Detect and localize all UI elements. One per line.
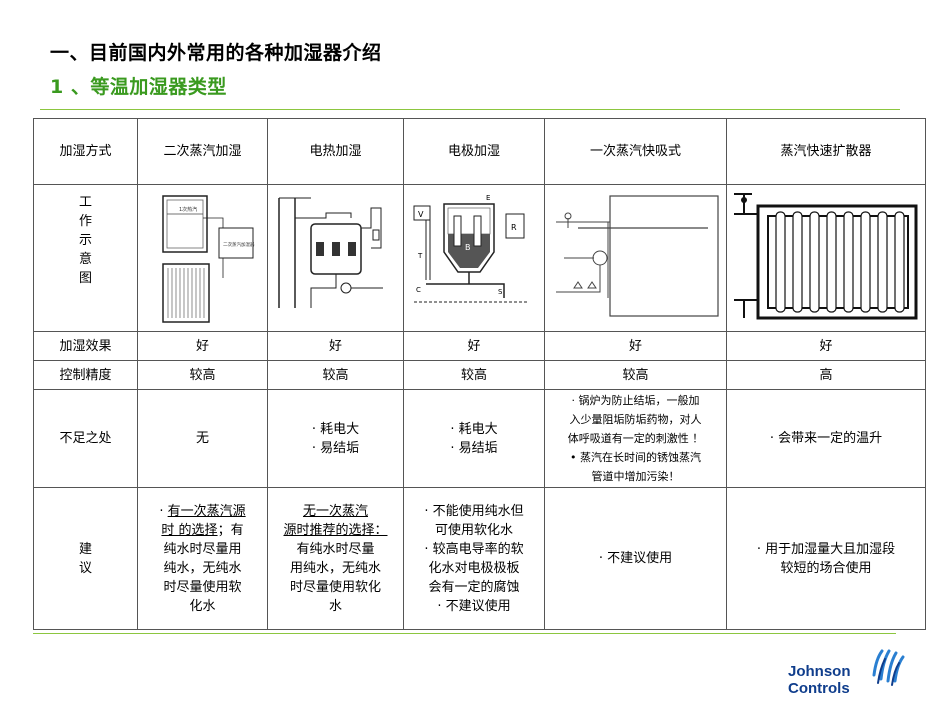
table-cell: 高 (726, 360, 926, 390)
steam-diffuser-diagram-icon (734, 193, 918, 320)
table-cell: 较高 (544, 360, 727, 390)
cell-line: 较短的场合使用 (780, 560, 872, 576)
diagram-direct-steam (544, 184, 727, 332)
table-cell: 无一次蒸汽 源时推荐的选择： 有纯水时尽量 用纯水，无纯水 时尽量使用软化 水 (267, 487, 404, 630)
direct-steam-diagram-icon (555, 195, 719, 317)
header-cell: 二次蒸汽加湿 (137, 118, 268, 185)
underlined-text: 源时推荐的选择： (283, 522, 388, 538)
cell-line: 体呼吸道有一定的刺激性 ！ (567, 432, 704, 445)
diagram-electrode: V T B E R C S (403, 184, 545, 332)
cell-line: 入少量阻垢防垢药物，对人 (569, 413, 702, 426)
cell-line: · 锅炉为防止结垢，一般加 (571, 394, 700, 407)
table-cell: · 有一次蒸汽源 时 的选择；有 纯水时尽量用 纯水，无纯水 时尽量使用软 化水 (137, 487, 268, 630)
table-cell: · 不建议使用 (544, 487, 727, 630)
diagram-label: 二次蒸汽加湿器 (223, 241, 255, 248)
cell-line: · 用于加湿量大且加湿段 (756, 541, 896, 557)
table-cell: · 耗电大 · 易结垢 (403, 389, 545, 488)
humidifier-comparison-table: 加湿方式 二次蒸汽加湿 电热加湿 电极加湿 一次蒸汽快吸式 蒸汽快速扩散器 工作… (33, 118, 926, 630)
row-label: 不足之处 (33, 389, 138, 488)
table-cell: 好 (137, 331, 268, 361)
diagram-label: 1次热汽 (179, 206, 197, 213)
effect-row: 加湿效果 好 好 好 好 好 (33, 331, 926, 361)
table-cell: 好 (544, 331, 727, 361)
logo-swirl-icon (872, 649, 905, 686)
table-cell: 好 (403, 331, 545, 361)
cell-line: · 易结垢 (450, 440, 498, 456)
row-label: 建议 (33, 487, 138, 630)
drawbacks-row: 不足之处 无 · 耗电大 · 易结垢 · 耗电大 · 易结垢 · 锅炉为防止结垢… (33, 389, 926, 488)
cell-line: 化水 (189, 598, 216, 614)
table-cell: 好 (726, 331, 926, 361)
cell-line: 水 (328, 598, 342, 614)
cell-line: 时尽量使用软 (163, 579, 242, 595)
cell-line: · 耗电大 (450, 421, 498, 437)
header-cell: 蒸汽快速扩散器 (726, 118, 926, 185)
diagram-label: T (417, 252, 423, 260)
header-cell: 电极加湿 (403, 118, 545, 185)
diagram-steam-diffuser (726, 184, 926, 332)
table-cell: · 耗电大 · 易结垢 (267, 389, 404, 488)
cell-line: · 易结垢 (311, 440, 360, 456)
advice-row: 建议 · 有一次蒸汽源 时 的选择；有 纯水时尽量用 纯水，无纯水 时尽量使用软… (33, 487, 926, 630)
cell-line: · 不能使用纯水但 (424, 503, 524, 519)
diagram-label: V (418, 210, 424, 219)
underlined-text: 有一次蒸汽源 (167, 503, 246, 519)
cell-line: 会有一定的腐蚀 (428, 579, 520, 595)
electric-heating-diagram-icon (277, 197, 383, 308)
cell-line: 有纯水时尽量 (296, 541, 375, 557)
cell-line: 用纯水，无纯水 (289, 560, 381, 576)
row-label: 控制精度 (33, 360, 138, 390)
cell-line: 管道中增加污染！ (591, 470, 680, 483)
diagram-row: 工作示意图 1次热汽 二次蒸汽加湿器 (33, 184, 926, 332)
table-cell: 无 (137, 389, 268, 488)
table-cell: 较高 (403, 360, 545, 390)
section-subtitle: 1 、等温加湿器类型 (50, 76, 227, 98)
diagram-secondary-steam: 1次热汽 二次蒸汽加湿器 (137, 184, 268, 332)
bottom-divider (33, 633, 896, 634)
table-cell: · 用于加湿量大且加湿段 较短的场合使用 (726, 487, 926, 630)
table-cell: · 会带来一定的温升 (726, 389, 926, 488)
diagram-label: R (511, 223, 517, 232)
cell-line: • 蒸汽在长时间的锈蚀蒸汽 (570, 451, 701, 464)
diagram-label: B (465, 243, 471, 252)
diagram-row-label: 工作示意图 (78, 195, 92, 286)
precision-row: 控制精度 较高 较高 较高 较高 高 (33, 360, 926, 390)
table-cell: · 锅炉为防止结垢，一般加 入少量阻垢防垢药物，对人 体呼吸道有一定的刺激性 ！… (544, 389, 727, 488)
diagram-electric-heating (267, 184, 404, 332)
cell-line: · 耗电大 (311, 421, 360, 437)
cell-line: 纯水时尽量用 (163, 541, 242, 557)
logo-line-2: Controls (788, 680, 850, 697)
row-label: 加湿效果 (33, 331, 138, 361)
cell-line: 可使用软化水 (434, 522, 513, 538)
company-logo: Johnson Controls (788, 645, 918, 705)
underlined-text: 无一次蒸汽 (302, 503, 368, 519)
cell-line: 时尽量使用软化 (289, 579, 381, 595)
table-cell: · 不能使用纯水但 可使用软化水 · 较高电导率的软 化水对电极极板 会有一定的… (403, 487, 545, 630)
cell-line: · 不建议使用 (437, 598, 511, 614)
page-title: 一、目前国内外常用的各种加湿器介绍 (50, 42, 382, 64)
underlined-text: 时 的选择 (161, 522, 218, 538)
secondary-steam-diagram-icon: 1次热汽 二次蒸汽加湿器 (161, 195, 255, 323)
top-divider (40, 109, 900, 110)
cell-line: · 较高电导率的软 (424, 541, 524, 557)
table-cell: 较高 (267, 360, 404, 390)
table-cell: 好 (267, 331, 404, 361)
diagram-label: E (486, 194, 490, 202)
cell-line: 纯水，无纯水 (163, 560, 242, 576)
diagram-label: C (416, 286, 421, 294)
header-cell: 加湿方式 (33, 118, 138, 185)
diagram-label: S (498, 288, 503, 296)
table-cell: 较高 (137, 360, 268, 390)
logo-line-1: Johnson (788, 663, 851, 680)
header-row: 加湿方式 二次蒸汽加湿 电热加湿 电极加湿 一次蒸汽快吸式 蒸汽快速扩散器 (33, 118, 926, 185)
electrode-diagram-icon: V T B E R C S (413, 194, 528, 303)
header-cell: 一次蒸汽快吸式 (544, 118, 727, 185)
cell-line: 化水对电极极板 (428, 560, 520, 576)
header-cell: 电热加湿 (267, 118, 404, 185)
